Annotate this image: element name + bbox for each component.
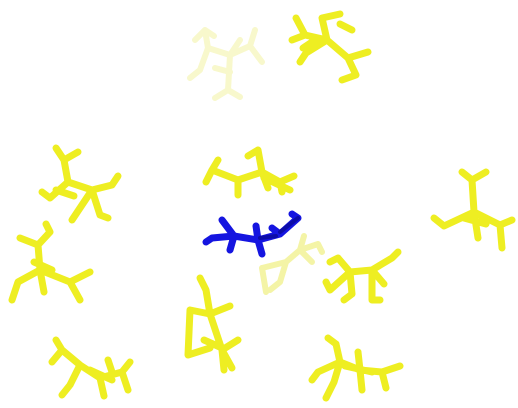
molecule-left-lower (8, 220, 94, 304)
molecule-highlighted-shade (258, 216, 300, 240)
molecule-bottom-right (308, 334, 404, 402)
molecule-center-bottom (184, 274, 242, 374)
molecule-far-right (430, 168, 516, 252)
molecule-center-right (322, 248, 402, 304)
molecule-left-upper (38, 144, 122, 224)
molecule-faded-center (259, 233, 325, 295)
molecule-top-right (288, 10, 372, 84)
molecule-faded-top (187, 27, 265, 101)
molecule-bottom-left (48, 336, 134, 400)
molecule-center-upper (202, 146, 298, 199)
molecule-highlighted (202, 210, 302, 258)
